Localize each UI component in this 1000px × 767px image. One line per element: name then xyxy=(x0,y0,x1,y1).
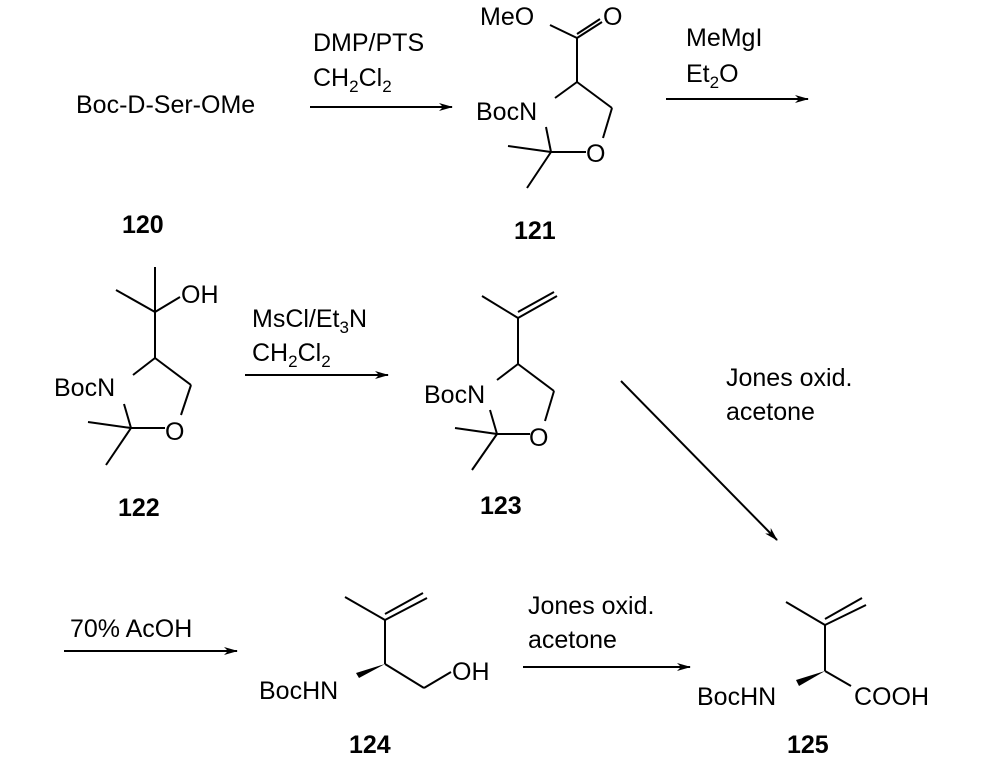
cooh-group: COOH xyxy=(854,683,929,711)
meo-group: MeO xyxy=(480,3,534,31)
oh-group: OH xyxy=(452,658,490,686)
compound-125: BocHN COOH 125 xyxy=(697,597,929,759)
step-122-to-123: MsCl/Et3N CH2Cl2 xyxy=(245,305,389,379)
compound-121-label: 121 xyxy=(514,217,556,245)
ring-o: O xyxy=(586,140,605,168)
compound-121: MeO O BocN O 121 xyxy=(476,3,622,245)
ring-o: O xyxy=(529,424,548,452)
compound-122-label: 122 xyxy=(118,494,160,522)
bochn-group: BocHN xyxy=(697,683,776,711)
compound-120-name: Boc-D-Ser-OMe xyxy=(76,91,255,119)
reagent-acetone: acetone xyxy=(726,398,815,426)
compound-123: BocN O 123 xyxy=(424,291,558,520)
bocn-group: BocN xyxy=(476,98,537,126)
reaction-arrow xyxy=(620,380,778,541)
reagent-et2o: Et2O xyxy=(686,60,739,92)
compound-120-label: 120 xyxy=(122,211,164,239)
reagent-jones-oxid: Jones oxid. xyxy=(528,592,654,620)
compound-124-label: 124 xyxy=(349,731,391,759)
bochn-group: BocHN xyxy=(259,677,338,705)
bocn-group: BocN xyxy=(424,381,485,409)
compound-124: OH BocHN 124 xyxy=(259,592,490,759)
reagent-dmp-pts: DMP/PTS xyxy=(313,29,424,57)
compound-125-label: 125 xyxy=(787,731,829,759)
step-123-to-125: Jones oxid. acetone xyxy=(620,364,852,541)
bocn-group: BocN xyxy=(54,374,115,402)
reagent-mscl-et3n: MsCl/Et3N xyxy=(252,305,367,337)
reagent-ch2cl2: CH2Cl2 xyxy=(252,339,331,371)
reagent-memgi: MeMgI xyxy=(686,24,762,52)
reagent-acetone: acetone xyxy=(528,626,617,654)
carbonyl-o: O xyxy=(603,3,622,31)
reagent-acoh: 70% AcOH xyxy=(70,615,192,643)
reagent-ch2cl2: CH2Cl2 xyxy=(313,64,392,96)
reagent-jones-oxid: Jones oxid. xyxy=(726,364,852,392)
wedge-bond xyxy=(796,671,825,686)
step-121-to-122: MeMgI Et2O xyxy=(666,24,809,103)
ring-o: O xyxy=(165,418,184,446)
step-123-to-124: 70% AcOH xyxy=(64,615,238,655)
oh-group: OH xyxy=(181,281,219,309)
compound-120: Boc-D-Ser-OMe 120 xyxy=(76,91,255,239)
wedge-bond xyxy=(356,664,385,678)
compound-123-label: 123 xyxy=(480,492,522,520)
step-120-to-121: DMP/PTS CH2Cl2 xyxy=(310,29,453,111)
step-124-to-125: Jones oxid. acetone xyxy=(523,592,691,671)
compound-122: OH BocN O 122 xyxy=(54,267,219,522)
